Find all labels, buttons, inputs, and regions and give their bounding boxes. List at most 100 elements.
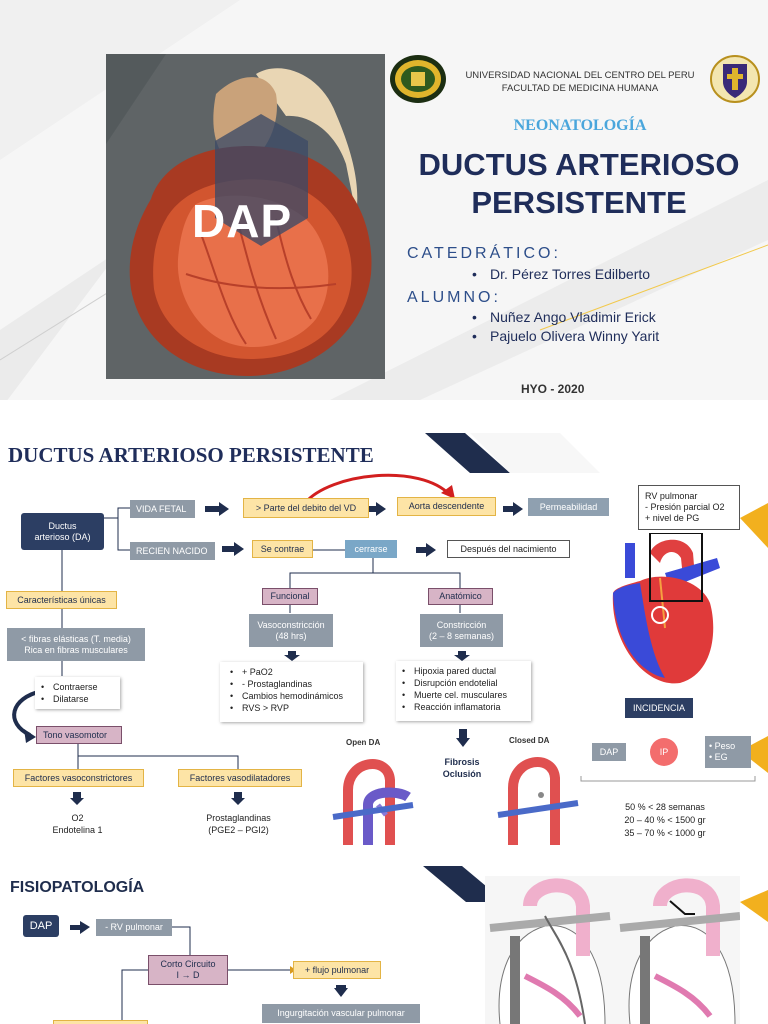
- arrow-right-icon: [503, 502, 523, 516]
- slide-corner-decoration: [423, 866, 768, 922]
- item-line: O2: [71, 813, 84, 823]
- peso-eg-node: • Peso• EG: [705, 736, 751, 768]
- fisiopatologia-heart-diagrams: [485, 876, 740, 1024]
- eg-line: • EG: [709, 752, 728, 762]
- alumno-name: Pajuelo Olivera Winny Yarit: [490, 328, 660, 344]
- list-item: - Prostaglandinas: [230, 678, 357, 690]
- subject-label: NEONATOLOGÍA: [513, 117, 647, 134]
- item-line: Endotelina 1: [52, 825, 103, 835]
- university-name: UNIVERSIDAD NACIONAL DEL CENTRO DEL PERU: [465, 70, 695, 81]
- rv-line: + nivel de PG: [645, 513, 700, 523]
- ip-circle: IP: [650, 738, 678, 766]
- closed-da-diagram: [493, 733, 583, 855]
- incidencia-bracket: [580, 776, 756, 782]
- list-item: Dilatarse: [41, 693, 114, 705]
- place-date: HYO - 2020: [521, 382, 585, 396]
- ingurgitacion-node: Ingurgitación vascular pulmonar: [262, 1004, 420, 1023]
- eg-text: EG: [714, 752, 728, 762]
- list-item: Muerte cel. musculares: [402, 689, 525, 701]
- rv-pulmonar-node: RV pulmonar- Presión parcial O2+ nivel d…: [638, 485, 740, 530]
- vaso-line: (48 hrs): [275, 630, 307, 641]
- dap-node: DAP: [592, 743, 626, 761]
- list-item: Hipoxia pared ductal: [402, 665, 525, 677]
- vasoconstrictores-node: Factores vasoconstrictores: [13, 769, 144, 787]
- title-line-2: PERSISTENTE: [471, 185, 687, 220]
- stat-line: 20 – 40 % < 1500 gr: [624, 815, 706, 825]
- concept-map-slide: DUCTUS ARTERIOSO PERSISTENTE: [0, 433, 768, 856]
- rv-line: - Presión parcial O2: [645, 502, 725, 512]
- peso-text: Peso: [714, 741, 736, 751]
- connector-lines: [121, 926, 348, 1024]
- parte-debito-node: > Parte del debito del VD: [243, 498, 369, 518]
- arrow-down-icon: [231, 792, 245, 805]
- arrow-right-icon: [416, 543, 436, 557]
- corto-line: I → D: [176, 970, 200, 980]
- catedratico-name: Dr. Pérez Torres Edilberto: [490, 266, 651, 282]
- despues-nacimiento-node: Después del nacimiento: [447, 540, 570, 558]
- arrow-right-icon: [362, 502, 386, 516]
- fisiopatologia-slide: FISIOPATOLOGÍA DAP - RV pulmonar Corto C…: [0, 862, 768, 1024]
- list-item: + PaO2: [230, 666, 357, 678]
- university-header: UNIVERSIDAD NACIONAL DEL CENTRO DEL PERU…: [452, 69, 708, 95]
- list-item: RVS > RVP: [230, 702, 357, 714]
- slide-title: DUCTUS ARTERIOSO PERSISTENTE: [8, 443, 374, 467]
- arrow-down-icon: [284, 651, 300, 661]
- item-line: Prostaglandinas: [206, 813, 271, 823]
- aorta-descendente-node: Aorta descendente: [397, 497, 496, 516]
- vasodilatadores-items: Prostaglandinas (PGE2 – PGI2): [186, 812, 291, 836]
- alumno-item: •Nuñez Ango Vladimir Erick: [472, 309, 656, 325]
- heart-illustration: [106, 54, 385, 379]
- faculty-seal-right: [710, 55, 760, 103]
- arrow-right-icon: [70, 921, 90, 934]
- catedratico-name-item: •Dr. Pérez Torres Edilberto: [472, 266, 651, 282]
- arrow-down-icon: [456, 729, 470, 747]
- caracteristicas-node: Características únicas: [6, 591, 117, 609]
- arrow-right-icon: [222, 542, 244, 556]
- anatomico-node: Anatómico: [428, 588, 493, 605]
- constr-line: (2 – 8 semanas): [428, 630, 495, 641]
- anatomico-list: Hipoxia pared ductal Disrupción endoteli…: [396, 661, 531, 721]
- vida-fetal-node: VIDA FETAL: [130, 500, 195, 518]
- contraerse-list: Contraerse Dilatarse: [35, 677, 120, 709]
- constriccion-node: Constricción(2 – 8 semanas): [420, 614, 503, 647]
- alumno-label: ALUMNO:: [407, 289, 501, 306]
- list-item: Reacción inflamatoria: [402, 701, 525, 713]
- item-line: (PGE2 – PGI2): [208, 825, 269, 835]
- peso-line: • Peso: [709, 741, 736, 751]
- constr-line: Constricción: [436, 619, 487, 630]
- rv-pulmonar-node: - RV pulmonar: [96, 919, 172, 936]
- fibrosis-line: Oclusión: [442, 769, 482, 779]
- vasodilatadores-node: Factores vasodilatadores: [178, 769, 302, 787]
- incidencia-stats: 50 % < 28 semanas 20 – 40 % < 1500 gr 35…: [610, 801, 720, 840]
- fibrosis-line: Fibrosis: [444, 757, 480, 767]
- slide-title: FISIOPATOLOGÍA: [10, 879, 145, 896]
- tono-vasomotor-node: Tono vasomotor: [36, 726, 122, 744]
- university-seal-left: [390, 55, 446, 103]
- next-node: [53, 1020, 148, 1024]
- faculty-name: FACULTAD DE MEDICINA HUMANA: [501, 83, 659, 94]
- recien-nacido-node: RECIEN NACIDO: [130, 542, 215, 560]
- cerrarse-node: cerrarse: [345, 540, 397, 558]
- stat-line: 50 % < 28 semanas: [625, 802, 705, 812]
- permeabilidad-node: Permeabilidad: [528, 498, 609, 516]
- vaso-line: Vasoconstricción: [257, 619, 325, 630]
- ductus-line: Ductus: [48, 520, 77, 531]
- slide-corner-decoration: [425, 433, 768, 773]
- heart-anatomy-diagram: [605, 533, 723, 693]
- stat-line: 35 – 70 % < 1000 gr: [624, 828, 706, 838]
- list-item: Disrupción endotelial: [402, 677, 525, 689]
- heart-photo: DAP: [106, 54, 385, 379]
- funcional-node: Funcional: [262, 588, 318, 605]
- se-contrae-node: Se contrae: [252, 540, 313, 558]
- fibras-line: < fibras elásticas (T. media): [21, 633, 131, 644]
- fibras-line: Rica en fibras musculares: [24, 644, 128, 655]
- rv-line: RV pulmonar: [645, 491, 698, 501]
- presentation-title: DUCTUS ARTERIOSO PERSISTENTE: [404, 146, 754, 222]
- flujo-pulmonar-node: + flujo pulmonar: [293, 961, 381, 979]
- alumno-name: Nuñez Ango Vladimir Erick: [490, 309, 656, 325]
- list-item: Contraerse: [41, 681, 114, 693]
- dap-node: DAP: [23, 915, 59, 937]
- vasoconstrictores-items: O2 Endotelina 1: [30, 812, 125, 836]
